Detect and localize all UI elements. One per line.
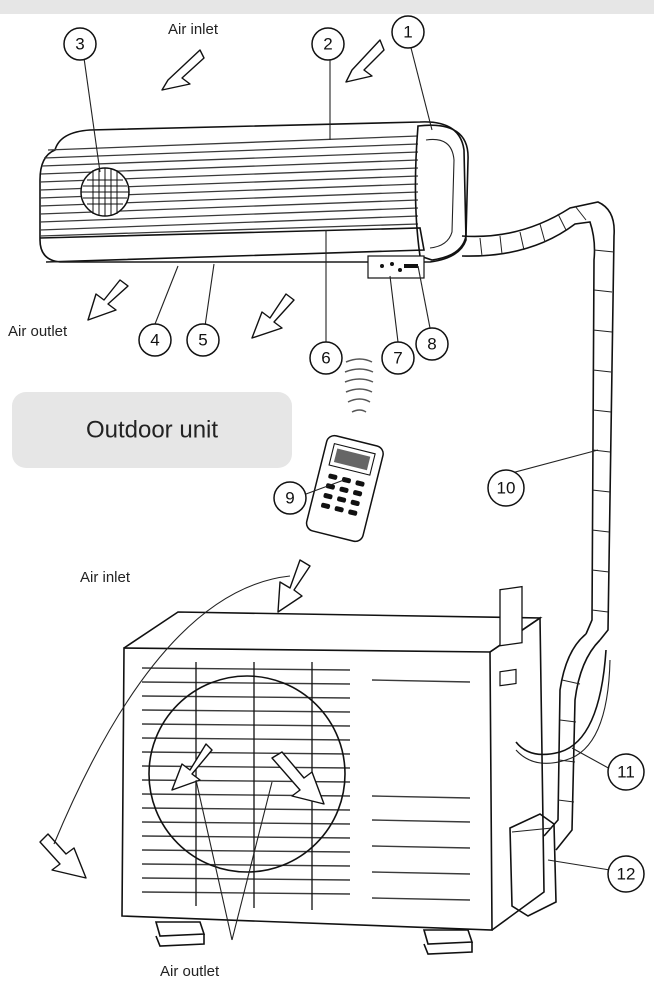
svg-text:6: 6 (321, 349, 330, 368)
label-air-inlet-top: Air inlet (168, 21, 219, 38)
label-air-outlet-left: Air outlet (8, 323, 68, 340)
label-air-outlet-bottom: Air outlet (160, 963, 220, 980)
air-inlet-arrow-2 (345, 39, 385, 83)
svg-text:2: 2 (323, 35, 332, 54)
air-outlet-arrow-4 (271, 751, 325, 805)
svg-text:8: 8 (427, 335, 436, 354)
indoor-unit (39, 121, 469, 279)
svg-text:12: 12 (617, 865, 636, 884)
label-air-inlet-mid: Air inlet (80, 569, 131, 586)
air-inlet-arrow-3 (277, 559, 311, 613)
callout-4: 4 (138, 323, 172, 357)
remote-control (305, 434, 384, 543)
svg-text:10: 10 (497, 479, 516, 498)
air-inlet-arrow-1 (161, 49, 205, 91)
svg-text:3: 3 (75, 35, 84, 54)
callout-1: 1 (391, 15, 425, 49)
header-bar (0, 0, 654, 14)
callout-9: 9 (273, 481, 307, 515)
outdoor-unit-badge: Outdoor unit (12, 392, 292, 468)
svg-text:1: 1 (403, 23, 412, 42)
svg-text:7: 7 (393, 349, 402, 368)
airflow-arrows (39, 39, 385, 879)
callout-12: 12 (607, 855, 645, 893)
callout-5: 5 (186, 323, 220, 357)
outdoor-feet (154, 921, 474, 955)
signal-waves (344, 358, 374, 413)
callout-11: 11 (607, 753, 645, 791)
callout-3: 3 (63, 27, 97, 61)
svg-text:9: 9 (285, 489, 294, 508)
callout-2: 2 (311, 27, 345, 61)
fan-circle (148, 675, 346, 873)
svg-text:11: 11 (617, 763, 635, 782)
air-outlet-arrow-2 (251, 293, 295, 339)
outdoor-grille (141, 667, 471, 901)
svg-text:4: 4 (150, 331, 159, 350)
display-panel (367, 255, 425, 279)
callout-7: 7 (381, 341, 415, 375)
connecting-pipe (461, 201, 615, 851)
air-outlet-arrow-3 (171, 743, 213, 791)
callout-6: 6 (309, 341, 343, 375)
badge-text: Outdoor unit (86, 417, 218, 444)
outdoor-unit (121, 585, 557, 955)
callout-8: 8 (415, 327, 449, 361)
air-filter-grid (80, 167, 130, 217)
air-outlet-arrow-1 (87, 279, 129, 321)
callouts: 1 2 3 4 5 6 7 8 9 10 11 12 (63, 15, 645, 893)
callout-10: 10 (487, 469, 525, 507)
air-inlet-arrow-4 (39, 833, 87, 879)
svg-text:5: 5 (198, 331, 207, 350)
